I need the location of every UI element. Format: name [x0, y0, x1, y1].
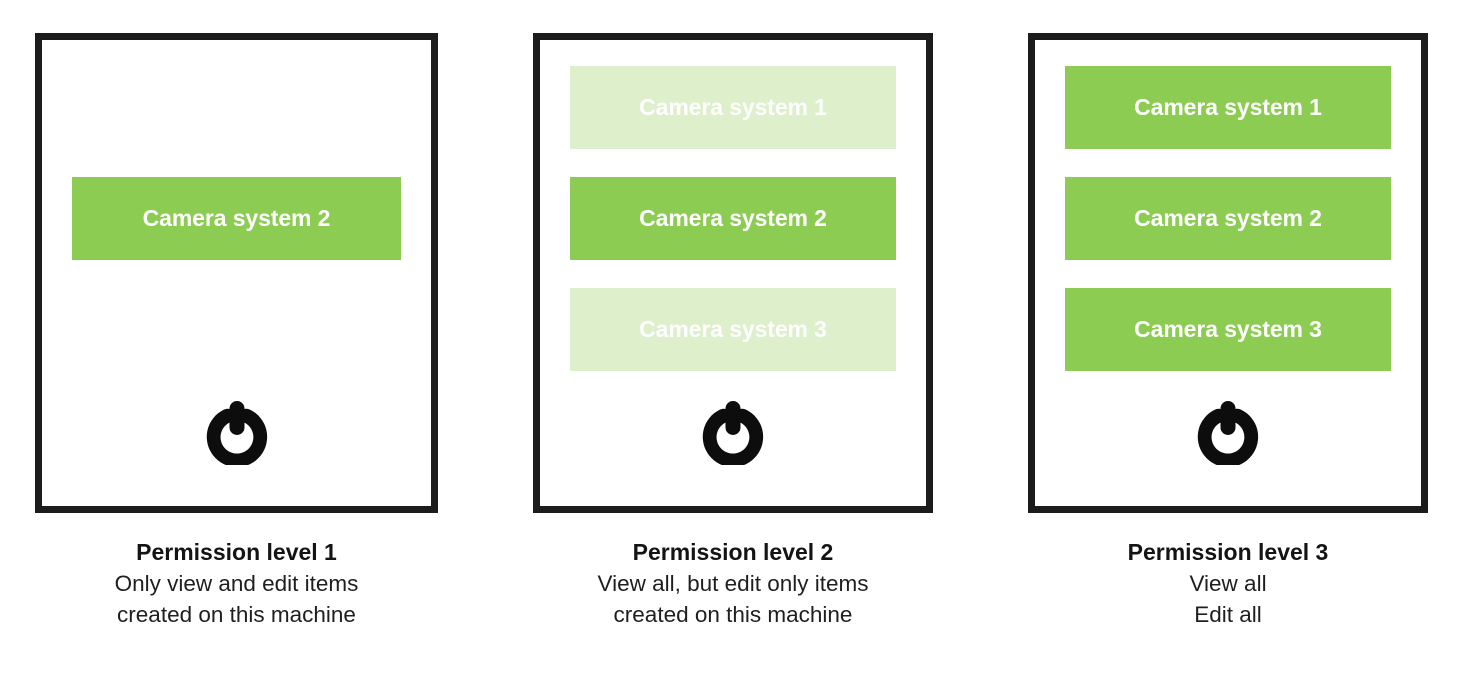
panel-caption-3: Permission level 3 View all Edit all [1028, 537, 1428, 630]
power-icon[interactable] [1196, 399, 1260, 465]
camera-system-list-1: Camera system 1 Camera system 2 Camera s… [72, 66, 401, 371]
caption-title: Permission level 2 [632, 539, 834, 565]
power-icon-area [570, 371, 896, 506]
caption-title: Permission level 1 [136, 539, 337, 565]
camera-system-item: Camera system 1 [72, 66, 401, 149]
device-box-3: Camera system 1 Camera system 2 Camera s… [1028, 33, 1428, 513]
caption-line: View all [1189, 571, 1267, 596]
caption-line: Only view and edit items [114, 571, 359, 596]
camera-system-slot: Camera system 3 [72, 288, 401, 371]
camera-system-item[interactable]: Camera system 1 [1065, 66, 1391, 149]
camera-system-item[interactable]: Camera system 3 [570, 288, 896, 371]
camera-system-slot: Camera system 2 [1065, 177, 1391, 260]
camera-system-item[interactable]: Camera system 2 [570, 177, 896, 260]
camera-system-slot: Camera system 3 [1065, 288, 1391, 371]
panel-caption-2: Permission level 2 View all, but edit on… [533, 537, 933, 630]
caption-line: Edit all [1194, 602, 1262, 627]
permission-level-panel-3: Camera system 1 Camera system 2 Camera s… [1028, 33, 1428, 630]
panel-caption-1: Permission level 1 Only view and edit it… [35, 537, 438, 630]
power-icon[interactable] [701, 399, 765, 465]
device-box-2: Camera system 1 Camera system 2 Camera s… [533, 33, 933, 513]
caption-title: Permission level 3 [1127, 539, 1329, 565]
camera-system-slot: Camera system 2 [570, 177, 896, 260]
camera-system-item[interactable]: Camera system 1 [570, 66, 896, 149]
camera-system-item[interactable]: Camera system 2 [1065, 177, 1391, 260]
camera-system-item: Camera system 3 [72, 288, 401, 371]
camera-system-slot: Camera system 1 [1065, 66, 1391, 149]
camera-system-list-3: Camera system 1 Camera system 2 Camera s… [1065, 66, 1391, 371]
camera-system-item[interactable]: Camera system 3 [1065, 288, 1391, 371]
power-icon[interactable] [205, 399, 269, 465]
camera-system-slot: Camera system 2 [72, 177, 401, 260]
caption-line: created on this machine [613, 602, 853, 627]
caption-line: created on this machine [117, 602, 356, 627]
caption-line: View all, but edit only items [597, 571, 869, 596]
device-box-1: Camera system 1 Camera system 2 Camera s… [35, 33, 438, 513]
power-icon-area [72, 371, 401, 506]
camera-system-slot: Camera system 1 [72, 66, 401, 149]
power-icon-area [1065, 371, 1391, 506]
permission-level-panel-1: Camera system 1 Camera system 2 Camera s… [35, 33, 438, 630]
camera-system-slot: Camera system 3 [570, 288, 896, 371]
camera-system-slot: Camera system 1 [570, 66, 896, 149]
camera-system-item[interactable]: Camera system 2 [72, 177, 401, 260]
permission-level-panel-2: Camera system 1 Camera system 2 Camera s… [533, 33, 933, 630]
camera-system-list-2: Camera system 1 Camera system 2 Camera s… [570, 66, 896, 371]
